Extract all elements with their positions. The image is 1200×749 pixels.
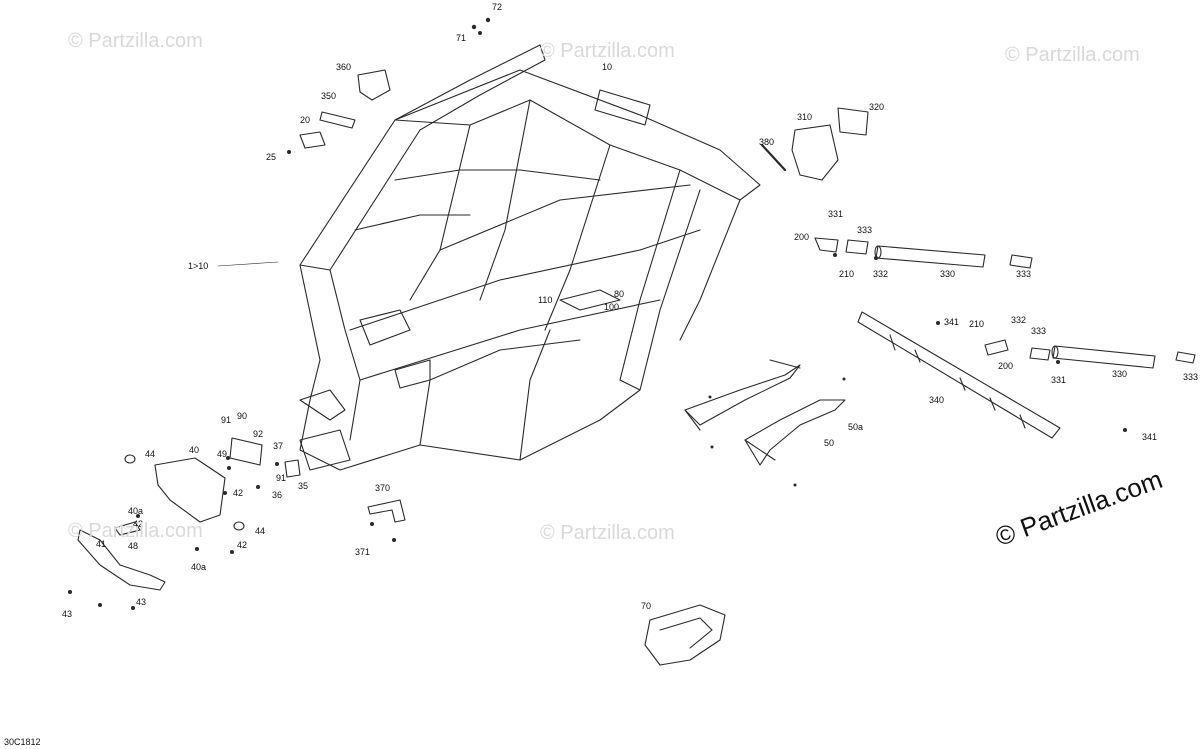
part-label: 40a <box>128 506 144 516</box>
part-label: 310 <box>797 112 813 122</box>
part-label: 110 <box>538 295 553 305</box>
part-label: 200 <box>794 232 810 242</box>
part-label: 330 <box>1112 369 1128 379</box>
part-label: 333 <box>857 225 873 235</box>
part-label: 44 <box>255 526 266 536</box>
watermark-3: © Partzilla.com <box>1005 44 1140 66</box>
part-label: 48 <box>128 541 139 551</box>
part-label: 36 <box>272 490 283 500</box>
part-label: 332 <box>873 269 889 279</box>
part-label: 43 <box>136 597 147 607</box>
part-label: 333 <box>1031 326 1047 336</box>
part-label: 333 <box>1183 372 1199 382</box>
part-label: 341 <box>944 317 960 327</box>
watermark-1: © Partzilla.com <box>68 30 203 52</box>
part-label: 91 <box>221 415 232 425</box>
part-label: 43 <box>62 609 73 619</box>
part-label: 42 <box>233 488 244 498</box>
part-label: 42 <box>133 519 144 529</box>
part-label: 340 <box>929 395 945 405</box>
part-label: 44 <box>145 449 156 459</box>
part-label: 320 <box>869 102 885 112</box>
part-label: 35 <box>298 481 309 491</box>
part-label: 350 <box>321 91 337 101</box>
part-label: 200 <box>998 361 1014 371</box>
diagram-code: 30C1812 <box>4 737 41 747</box>
part-label: 50 <box>824 438 835 448</box>
part-label: 370 <box>375 483 391 493</box>
part-label: 41 <box>96 539 107 549</box>
part-label: 40 <box>189 445 200 455</box>
part-label: 20 <box>300 115 311 125</box>
part-label: 333 <box>1016 269 1032 279</box>
part-label: 90 <box>237 411 248 421</box>
part-label: 210 <box>839 269 855 279</box>
part-label: 70 <box>641 601 652 611</box>
part-label: 80 <box>614 289 625 299</box>
part-label: 332 <box>1011 315 1027 325</box>
part-label: 1>10 <box>188 261 209 271</box>
part-label: 341 <box>1142 432 1158 442</box>
part-label: 40a <box>191 562 207 572</box>
part-label: 331 <box>1051 375 1067 385</box>
part-label: 49 <box>217 449 228 459</box>
part-label: 50a <box>848 422 864 432</box>
part-label: 10 <box>602 62 613 72</box>
part-label: 100 <box>604 302 620 312</box>
part-label: 210 <box>969 319 985 329</box>
part-label: 371 <box>355 547 371 557</box>
part-label: 25 <box>266 152 277 162</box>
watermark-5: © Partzilla.com <box>540 522 675 544</box>
part-label: 37 <box>273 441 284 451</box>
part-label: 92 <box>253 429 264 439</box>
part-label: 71 <box>456 33 467 43</box>
part-label: 330 <box>940 269 956 279</box>
part-label: 42 <box>237 540 248 550</box>
watermark-4: © Partzilla.com <box>68 520 203 542</box>
part-label: 91 <box>276 473 287 483</box>
part-label: 72 <box>492 2 503 12</box>
main-frame <box>299 44 761 471</box>
part-label: 331 <box>828 209 844 219</box>
part-label: 360 <box>336 62 352 72</box>
part-label: 380 <box>759 137 775 147</box>
watermark-2: © Partzilla.com <box>540 40 675 62</box>
